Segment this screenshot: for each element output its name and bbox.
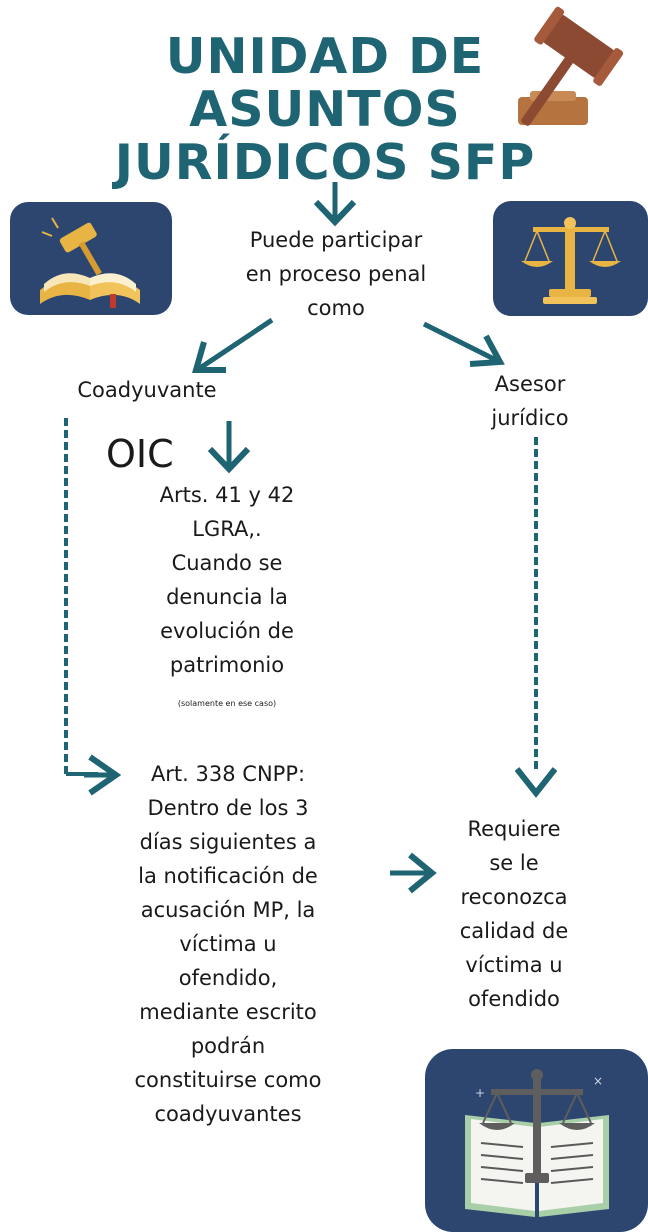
- requiere-line-4: calidad de: [459, 919, 569, 943]
- title-line-1: UNIDAD DE: [165, 28, 485, 85]
- requiere-line-1: Requiere: [467, 817, 561, 841]
- page-title: UNIDAD DE ASUNTOS JURÍDICOS SFP: [80, 30, 570, 189]
- cnpp-line-2: Dentro de los 3: [147, 796, 309, 820]
- cnpp-line-8: mediante escrito: [139, 1000, 317, 1024]
- requiere-line-6: ofendido: [468, 987, 560, 1011]
- requiere-text: Requiere se le reconozca calidad de víct…: [440, 812, 588, 1016]
- cnpp-line-6: víctima u: [179, 932, 277, 956]
- arrow-down-requiere: [514, 767, 558, 798]
- arts-line-1: Arts. 41 y 42: [159, 483, 295, 507]
- asesor-line-2: jurídico: [491, 406, 569, 430]
- cnpp-line-9: podrán: [190, 1034, 266, 1058]
- scales-icon: [521, 217, 621, 304]
- cnpp-line-11: coadyuvantes: [154, 1102, 302, 1126]
- requiere-line-2: se le: [489, 851, 539, 875]
- arrow-right-cnpp: [84, 754, 122, 796]
- intro-line-2: en proceso penal: [245, 262, 427, 286]
- asesor-label: Asesor jurídico: [460, 367, 600, 435]
- arts-line-3: Cuando se: [171, 551, 283, 575]
- cnpp-text: Art. 338 CNPP: Dentro de los 3 días sigu…: [112, 757, 344, 1131]
- gavel-book-card: [10, 202, 172, 315]
- arts-text: Arts. 41 y 42 LGRA,. Cuando se denuncia …: [130, 478, 324, 682]
- cnpp-line-10: constituirse como: [134, 1068, 322, 1092]
- oic-label: OIC: [106, 432, 174, 476]
- arts-line-5: evolución de: [160, 619, 294, 643]
- intro-line-3: como: [307, 296, 365, 320]
- scales-card: [493, 201, 648, 316]
- arts-line-2: LGRA,.: [192, 517, 262, 541]
- intro-line-1: Puede participar: [249, 228, 423, 252]
- coadyuvante-label: Coadyuvante: [77, 378, 217, 402]
- arts-line-6: patrimonio: [169, 653, 285, 677]
- right-dashed-line: [534, 437, 538, 772]
- arts-line-4: denuncia la: [166, 585, 288, 609]
- scales-book-card: + ×: [425, 1049, 648, 1232]
- cnpp-line-7: ofendido,: [178, 966, 278, 990]
- title-line-3: JURÍDICOS SFP: [114, 134, 536, 191]
- svg-text:+: +: [475, 1086, 485, 1100]
- cnpp-line-5: acusación MP, la: [140, 898, 316, 922]
- asesor-line-1: Asesor: [494, 372, 566, 396]
- arts-note: (solamente en ese caso): [177, 699, 277, 708]
- cnpp-line-3: días siguientes a: [139, 830, 317, 854]
- arrow-down-right: [422, 321, 505, 367]
- arrow-down-title: [313, 182, 357, 227]
- title-line-2: ASUNTOS: [189, 81, 461, 138]
- gavel-icon: [518, 6, 624, 126]
- arrow-down-oic: [207, 421, 251, 474]
- intro-text: Puede participar en proceso penal como: [205, 223, 467, 325]
- scales-book-icon: + ×: [465, 1069, 609, 1217]
- cnpp-line-4: la notificación de: [138, 864, 318, 888]
- svg-text:×: ×: [593, 1074, 603, 1088]
- gavel-book-icon: [40, 217, 140, 308]
- requiere-line-3: reconozca: [460, 885, 568, 909]
- cnpp-line-1: Art. 338 CNPP:: [150, 762, 306, 786]
- arrow-down-left: [192, 317, 274, 373]
- left-dashed-line: [64, 418, 98, 776]
- requiere-line-5: víctima u: [465, 953, 563, 977]
- arrow-right-requiere: [390, 852, 437, 894]
